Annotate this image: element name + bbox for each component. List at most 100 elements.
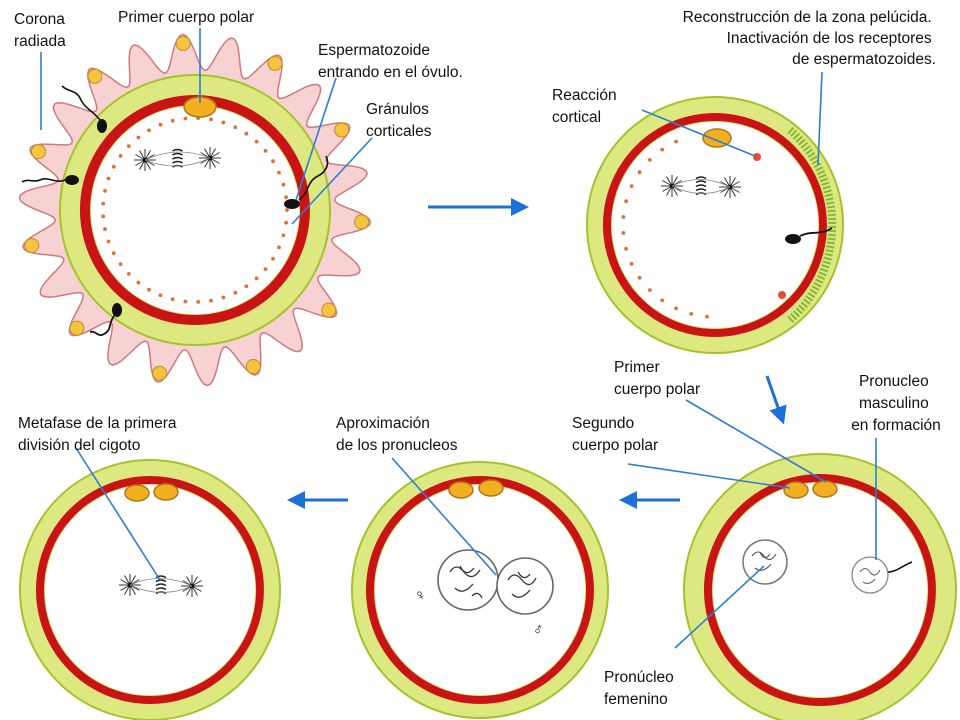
cortical-granule xyxy=(209,117,213,122)
cortical-granule xyxy=(183,116,188,121)
male-pronucleus-stage3 xyxy=(851,556,913,594)
first-polar-body-stage5 xyxy=(153,483,179,501)
cortical-granule xyxy=(284,220,288,225)
cortical-granule xyxy=(136,280,141,285)
cortical-granule xyxy=(271,256,275,261)
stage-3-pronuclei-forming xyxy=(683,453,957,720)
cortical-granule xyxy=(111,164,116,169)
second-polar-body-stage4 xyxy=(448,481,474,499)
follicle-cell xyxy=(31,144,46,160)
pointer-sperm-entering xyxy=(295,77,337,201)
cortical-granule xyxy=(277,170,281,175)
cortical-granule xyxy=(244,284,249,289)
label-second-polar-body: Segundo cuerpo polar xyxy=(572,415,658,454)
metaphase-spindle-stage1 xyxy=(134,147,221,171)
cortical-granule xyxy=(221,120,226,125)
cortical-granule xyxy=(118,262,123,266)
follicle-cell xyxy=(267,55,283,71)
cortical-granule xyxy=(170,118,175,123)
cortical-granule xyxy=(147,287,151,292)
cortical-granule xyxy=(271,159,275,164)
sperm-top-left xyxy=(61,85,107,133)
cortical-granule xyxy=(621,231,626,235)
cortical-granule xyxy=(136,135,141,140)
metaphase-spindle-stage2 xyxy=(661,175,741,198)
oocyte-cytoplasm-stage2 xyxy=(612,122,818,328)
cortical-granule xyxy=(103,189,107,193)
label-first-polar-body-right: Primer cuerpo polar xyxy=(614,359,700,398)
labels: Corona radiada Primer cuerpo polar Esper… xyxy=(14,9,941,708)
cortical-granule xyxy=(158,293,163,298)
label-zygote-metaphase: Metafase de la primera división del cigo… xyxy=(18,415,181,454)
cortical-granule xyxy=(629,184,634,189)
sperm-inside-stage2 xyxy=(785,227,833,244)
first-polar-body-stage4 xyxy=(478,479,504,497)
label-first-polar-body-top: Primer cuerpo polar xyxy=(118,9,254,26)
label-male-pronucleus-forming: Pronucleo masculino en formación xyxy=(851,373,941,434)
cortical-granule xyxy=(101,214,106,219)
follicle-cell xyxy=(175,35,191,51)
cortical-granule xyxy=(689,312,694,316)
pointer-lines xyxy=(40,28,877,649)
follicle-cell xyxy=(69,320,85,336)
oocyte-cytoplasm-stage5 xyxy=(45,485,255,695)
follicle-cell xyxy=(87,68,103,84)
cortical-granule xyxy=(183,299,188,304)
cortical-granule xyxy=(284,195,288,200)
pointer-cortical-reaction xyxy=(641,109,756,157)
remaining-cortical-granules xyxy=(621,139,709,319)
label-sperm-entering: Espermatozoide entrando en el óvulo. xyxy=(318,42,463,81)
pointer-zona-reconstruction xyxy=(817,71,823,166)
stage-5-zygote-metaphase xyxy=(19,459,281,720)
oocyte-cytoplasm-stage1 xyxy=(91,106,299,314)
cortical-granule xyxy=(101,201,106,206)
label-cortical-granules: Gránulos corticales xyxy=(366,101,433,140)
cortical-granule xyxy=(277,245,281,250)
cortical-granule xyxy=(285,208,289,212)
first-polar-body-stage2 xyxy=(702,128,732,148)
cortical-granule xyxy=(147,128,151,133)
cortical-granule xyxy=(111,251,116,256)
follicle-cell xyxy=(152,365,167,381)
female-pronucleus-stage3 xyxy=(742,539,788,585)
follicle-cell xyxy=(334,122,350,138)
cortical-granule xyxy=(221,295,226,300)
oocyte-cytoplasm-stage3 xyxy=(713,483,927,697)
cortical-reaction-burst-top xyxy=(753,153,761,161)
flow-arrows xyxy=(287,198,787,509)
cortical-granule xyxy=(126,272,131,276)
label-female-pronucleus: Pronúcleo femenino xyxy=(604,669,678,708)
pointer-female-pronucleus xyxy=(674,565,765,649)
male-pronucleus-stage4 xyxy=(496,557,554,615)
cortical-granule xyxy=(233,290,238,295)
follicle-cell xyxy=(24,238,40,253)
first-polar-body-stage3 xyxy=(812,480,838,498)
cortical-granule xyxy=(254,139,259,144)
cortical-granule xyxy=(660,298,665,303)
stage-1-sperm-entry xyxy=(18,33,372,387)
cortical-granule xyxy=(281,233,286,238)
cortical-granule xyxy=(106,176,111,181)
cortical-granule xyxy=(648,288,652,292)
cortical-granule xyxy=(624,199,628,204)
flow-arrow-down xyxy=(765,375,787,425)
cortical-granule xyxy=(624,246,628,251)
cortical-granule xyxy=(674,139,678,144)
label-corona-radiada: Corona radiada xyxy=(14,11,69,50)
follicle-cell xyxy=(354,214,370,230)
cortical-granule xyxy=(126,144,131,149)
pointer-first-polar-body-s3 xyxy=(685,399,827,483)
cortical-granule xyxy=(660,147,665,152)
cortical-reaction-burst-bottom xyxy=(778,291,786,299)
cortical-granule xyxy=(648,158,652,162)
pointer-second-polar-body xyxy=(627,463,791,489)
cortical-granule xyxy=(281,182,286,187)
label-zona-reconstruction: Reconstrucción de la zona pelúcida. Inac… xyxy=(683,9,936,68)
second-polar-body-stage5 xyxy=(124,484,150,502)
cortical-granule xyxy=(629,262,634,266)
label-pronuclei-approach: Aproximación de los pronucleos xyxy=(336,415,458,454)
pointer-cortical-granules xyxy=(291,137,373,225)
cortical-granule xyxy=(254,276,259,281)
cortical-granule xyxy=(170,297,175,302)
zygote-metaphase-spindle xyxy=(119,574,203,597)
